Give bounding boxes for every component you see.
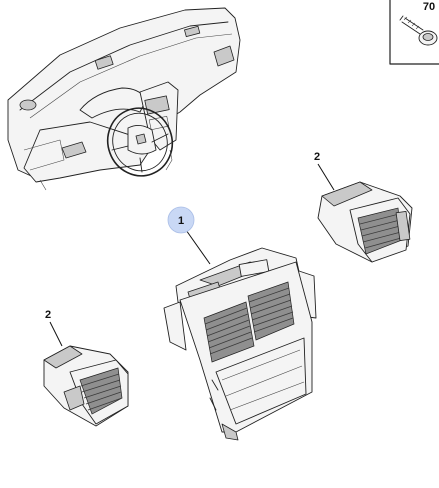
callout-2-left[interactable]: 2	[45, 309, 51, 321]
callout-1-highlight	[167, 206, 195, 234]
steering-wheel	[106, 107, 174, 177]
left-center-vent-slats	[204, 307, 253, 355]
screw-clip-part	[399, 15, 438, 46]
callout-1[interactable]: 1	[167, 206, 195, 234]
callout-70[interactable]: 70	[423, 1, 435, 13]
leader-2-left	[49, 321, 63, 347]
callout-70-label: 70	[423, 1, 435, 13]
right-air-vent	[317, 181, 413, 263]
leader-2-right	[317, 163, 335, 191]
right-center-vent-slats	[248, 287, 294, 333]
clip-inset-box	[389, 0, 439, 65]
callout-2-right-label: 2	[314, 151, 320, 163]
center-vent-frame	[163, 247, 317, 441]
left-air-vent	[43, 345, 129, 427]
callout-1-label: 1	[178, 215, 184, 227]
dashboard-overview	[7, 7, 241, 191]
left-vent-slats	[80, 373, 123, 411]
leader-1	[185, 229, 211, 265]
callout-2-right[interactable]: 2	[314, 151, 320, 163]
leader-lines	[49, 163, 335, 347]
callout-2-left-label: 2	[45, 309, 51, 321]
right-vent-slats	[359, 213, 402, 249]
